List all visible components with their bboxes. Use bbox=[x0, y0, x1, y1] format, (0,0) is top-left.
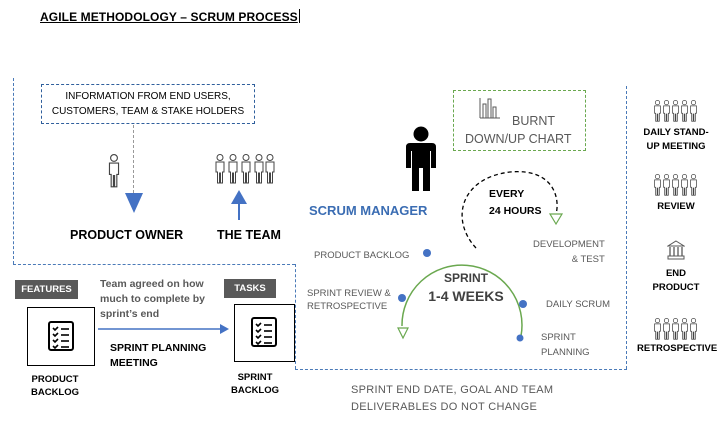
info-line-1: INFORMATION FROM END USERS, bbox=[65, 91, 231, 102]
sprint-backlog-box bbox=[234, 304, 295, 362]
sprint-backlog-label: SPRINT BACKLOG bbox=[226, 371, 284, 397]
cycle-review-label: SPRINT REVIEW & RETROSPECTIVE bbox=[307, 287, 391, 313]
sprint-line-1: SPRINT bbox=[443, 271, 488, 285]
dev-line-1: DEVELOPMENT bbox=[533, 239, 605, 250]
frame-planning-right-line bbox=[295, 264, 296, 369]
every-line-2: 24 HOURS bbox=[489, 205, 542, 217]
person-icon bbox=[107, 154, 121, 188]
product-backlog-line-2: BACKLOG bbox=[30, 387, 80, 398]
cycle-development-label: DEVELOPMENT & TEST bbox=[533, 237, 605, 267]
scrum-manager-person-icon bbox=[406, 126, 436, 191]
review-line-2: RETROSPECTIVE bbox=[307, 301, 388, 312]
sprint-duration-label: SPRINT 1-4 WEEKS bbox=[419, 270, 513, 306]
cycle-sprint-planning-label: SPRINT PLANNING bbox=[541, 330, 590, 360]
page-title-text: AGILE METHODOLOGY – SCRUM PROCESS bbox=[40, 10, 298, 24]
tasks-tag: TASKS bbox=[224, 279, 276, 298]
team-icon bbox=[654, 100, 697, 122]
dev-line-2: & TEST bbox=[571, 254, 605, 265]
every-24-hours-label: EVERY 24 HOURS bbox=[489, 186, 542, 220]
team-icon bbox=[654, 174, 697, 196]
meeting-line-2: MEETING bbox=[110, 357, 158, 369]
frame-bottom-line bbox=[295, 369, 627, 370]
product-backlog-line-1: PRODUCT bbox=[31, 374, 79, 385]
sprint-planning-meeting-label: SPRINT PLANNING MEETING bbox=[110, 341, 206, 371]
info-line-2: CUSTOMERS, TEAM & STAKE HOLDERS bbox=[51, 106, 245, 117]
team-icon bbox=[215, 154, 275, 184]
bar-chart-icon bbox=[479, 98, 500, 119]
sprint-line-2: 1-4 WEEKS bbox=[428, 288, 504, 304]
end-product-label: END PRODUCT bbox=[637, 267, 715, 295]
standup-line-1: DAILY STAND- bbox=[643, 127, 709, 138]
arrow-up-icon bbox=[231, 190, 247, 220]
frame-right-line bbox=[626, 86, 627, 369]
cycle-daily-scrum-label: DAILY SCRUM bbox=[546, 299, 611, 310]
footer-note: SPRINT END DATE, GOAL AND TEAM DELIVERAB… bbox=[351, 382, 553, 416]
burnt-line-2: DOWN/UP CHART bbox=[465, 132, 572, 146]
retrospective-label: RETROSPECTIVE bbox=[637, 343, 718, 354]
text-cursor bbox=[298, 9, 300, 23]
review-line-1: SPRINT REVIEW & bbox=[307, 288, 391, 299]
burnt-chart-box: BURNT DOWN/UP CHART bbox=[453, 90, 586, 151]
burnt-line-1: BURNT bbox=[512, 114, 556, 128]
arrow-down-icon bbox=[125, 193, 143, 213]
agreement-line-3: sprint’s end bbox=[100, 308, 160, 320]
scrum-manager-label: SCRUM MANAGER bbox=[309, 203, 428, 218]
sprint-backlog-line-2: BACKLOG bbox=[230, 385, 280, 396]
footer-line-2: DELIVERABLES DO NOT CHANGE bbox=[351, 401, 538, 413]
product-backlog-box bbox=[27, 307, 95, 366]
planning-line-1: SPRINT bbox=[541, 332, 576, 343]
building-icon bbox=[667, 240, 685, 260]
sprint-cycle-graphic bbox=[397, 171, 564, 342]
standup-line-2: UP MEETING bbox=[646, 141, 706, 152]
review-label: REVIEW bbox=[657, 201, 695, 212]
the-team-label: THE TEAM bbox=[217, 228, 281, 242]
info-connector-line bbox=[133, 125, 134, 193]
checklist-icon bbox=[48, 320, 74, 352]
frame-planning-top-line bbox=[13, 264, 295, 265]
page-title: AGILE METHODOLOGY – SCRUM PROCESS bbox=[40, 9, 300, 24]
frame-left-line bbox=[13, 78, 14, 264]
end-line-2: PRODUCT bbox=[652, 282, 700, 293]
agreement-line-1: Team agreed on how bbox=[100, 278, 204, 290]
footer-line-1: SPRINT END DATE, GOAL AND TEAM bbox=[351, 384, 554, 396]
agreement-text: Team agreed on how much to complete by s… bbox=[100, 277, 205, 322]
features-tag: FEATURES bbox=[15, 280, 78, 299]
team-icon bbox=[654, 318, 697, 340]
product-backlog-label: PRODUCT BACKLOG bbox=[27, 373, 83, 399]
meeting-line-1: SPRINT PLANNING bbox=[110, 342, 207, 354]
every-line-1: EVERY bbox=[489, 188, 525, 200]
agreement-line-2: much to complete by bbox=[100, 293, 206, 305]
cycle-product-backlog-label: PRODUCT BACKLOG bbox=[314, 250, 410, 261]
planning-arrow bbox=[98, 324, 229, 334]
end-line-1: END bbox=[665, 268, 687, 279]
sprint-backlog-line-1: SPRINT bbox=[237, 372, 273, 383]
product-owner-label: PRODUCT OWNER bbox=[70, 228, 184, 242]
checklist-icon bbox=[251, 316, 277, 348]
planning-line-2: PLANNING bbox=[541, 347, 590, 358]
information-box: INFORMATION FROM END USERS, CUSTOMERS, T… bbox=[41, 84, 255, 124]
daily-standup-label: DAILY STAND- UP MEETING bbox=[637, 126, 715, 154]
